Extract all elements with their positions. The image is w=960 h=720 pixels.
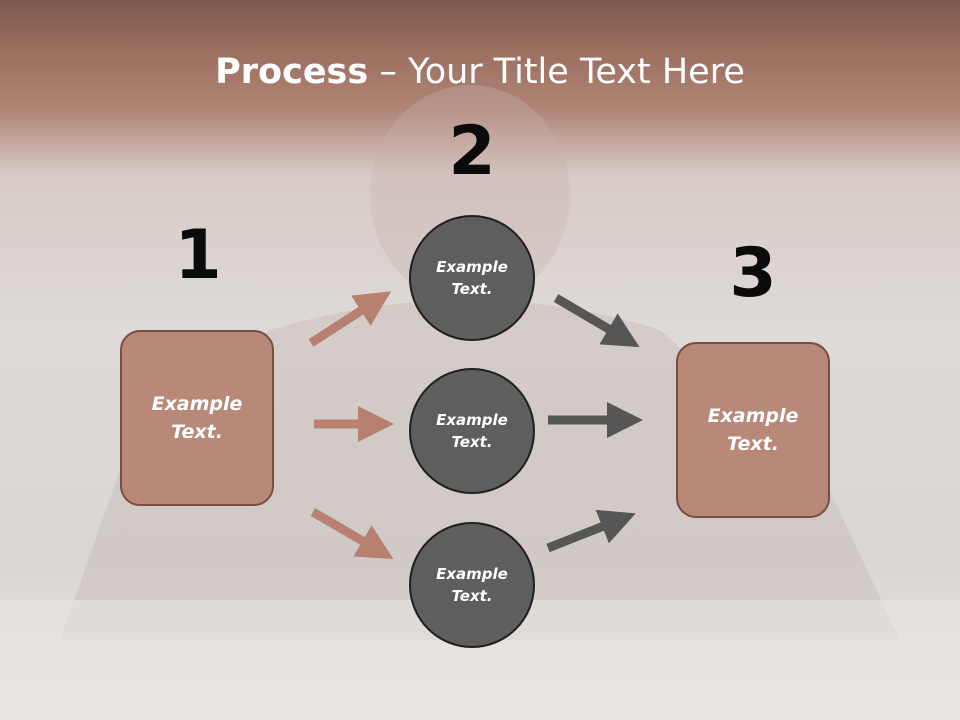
arrow-bottom-to-3 [546, 509, 636, 553]
step-number-2: 2 [448, 112, 496, 191]
arrow-top-to-3 [553, 294, 640, 348]
arrow-1-to-top [308, 291, 392, 347]
slide-title: Process – Your Title Text Here [215, 52, 745, 92]
step-number-3: 3 [729, 234, 777, 313]
step-number-1: 1 [174, 216, 222, 295]
arrow-1-to-bottom [310, 508, 394, 560]
